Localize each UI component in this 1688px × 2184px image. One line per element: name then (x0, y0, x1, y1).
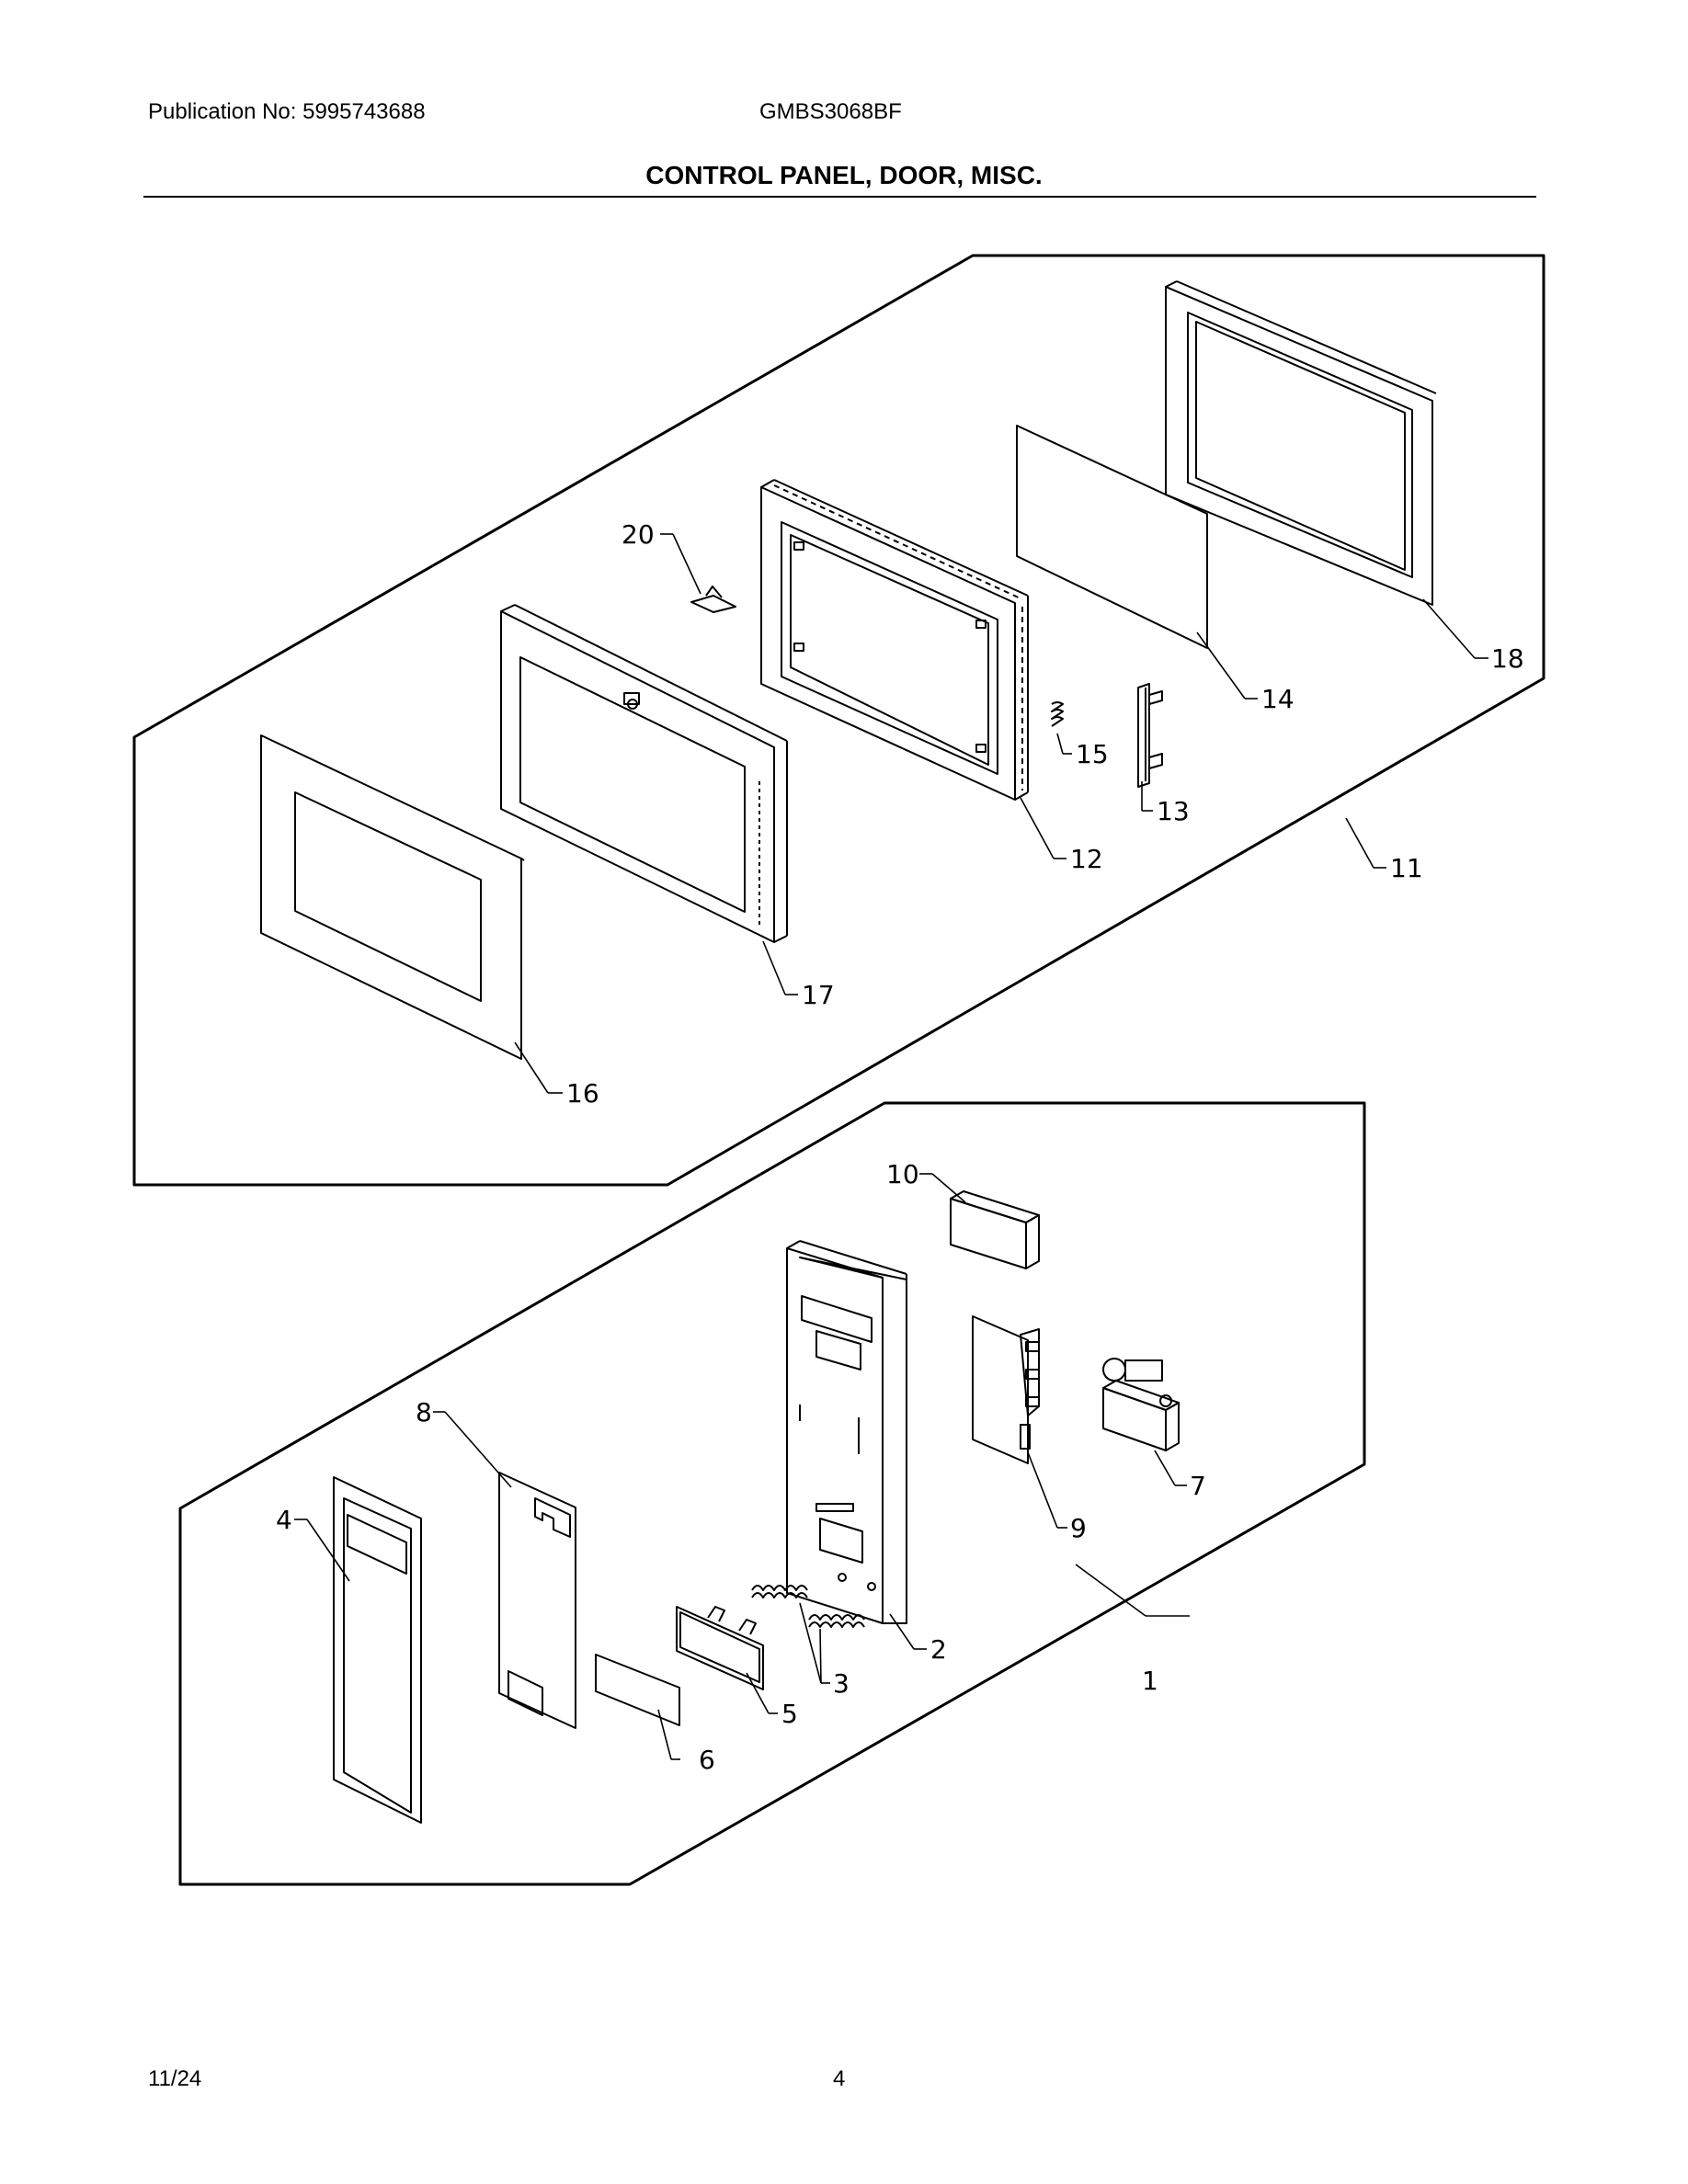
publication-date: 11/24 (148, 2066, 202, 2091)
part-9-control-board (972, 1315, 1040, 1464)
part-6-window (595, 1654, 680, 1726)
part-5-button (676, 1606, 764, 1690)
callout-6: 6 (699, 1745, 715, 1775)
callout-3: 3 (833, 1668, 850, 1699)
callout-7: 7 (1190, 1471, 1206, 1501)
door-assembly-outline (132, 254, 1545, 1187)
part-20-latch-hook (690, 586, 736, 613)
callout-16: 16 (566, 1078, 599, 1109)
publication-number: Publication No: 5995743688 (148, 99, 426, 124)
callout-4: 4 (276, 1505, 292, 1535)
part-2-control-frame (786, 1240, 907, 1624)
control-panel-assembly-outline (178, 1101, 1366, 1886)
page-title: CONTROL PANEL, DOOR, MISC. (645, 161, 1043, 189)
part-13-latch-lever (1137, 683, 1163, 788)
part-7-switch (1102, 1358, 1180, 1451)
title-divider (143, 196, 1536, 198)
part-8-sheet (498, 1472, 576, 1729)
callout-17: 17 (802, 980, 835, 1010)
callout-5: 5 (781, 1699, 798, 1729)
model-number: GMBS3068BF (759, 99, 902, 124)
part-3-springs (751, 1585, 865, 1628)
part-4-overlay (333, 1476, 422, 1824)
callout-1: 1 (1142, 1666, 1158, 1696)
part-15-spring (1051, 701, 1064, 727)
callout-9: 9 (1070, 1513, 1087, 1543)
part-18-choke-cover (1165, 280, 1437, 606)
callout-2: 2 (930, 1634, 947, 1665)
part-17-door-frame (500, 604, 788, 943)
callout-20: 20 (622, 519, 655, 550)
part-16-door-glass (260, 734, 525, 1060)
callout-labels: 1 2 3 4 5 6 7 8 9 10 11 12 13 14 15 16 1… (276, 519, 1524, 1775)
callout-11: 11 (1390, 853, 1423, 883)
callout-14: 14 (1261, 684, 1295, 714)
callout-15: 15 (1076, 739, 1109, 769)
part-14-choke-film (1016, 425, 1208, 649)
callout-18: 18 (1491, 643, 1524, 674)
callout-8: 8 (416, 1397, 432, 1428)
callout-12: 12 (1070, 844, 1103, 874)
page-number: 4 (833, 2066, 846, 2091)
callout-13: 13 (1157, 796, 1190, 826)
part-12-inner-door-panel (760, 479, 1029, 801)
part-10-module (950, 1190, 1040, 1269)
callout-10: 10 (886, 1159, 919, 1189)
